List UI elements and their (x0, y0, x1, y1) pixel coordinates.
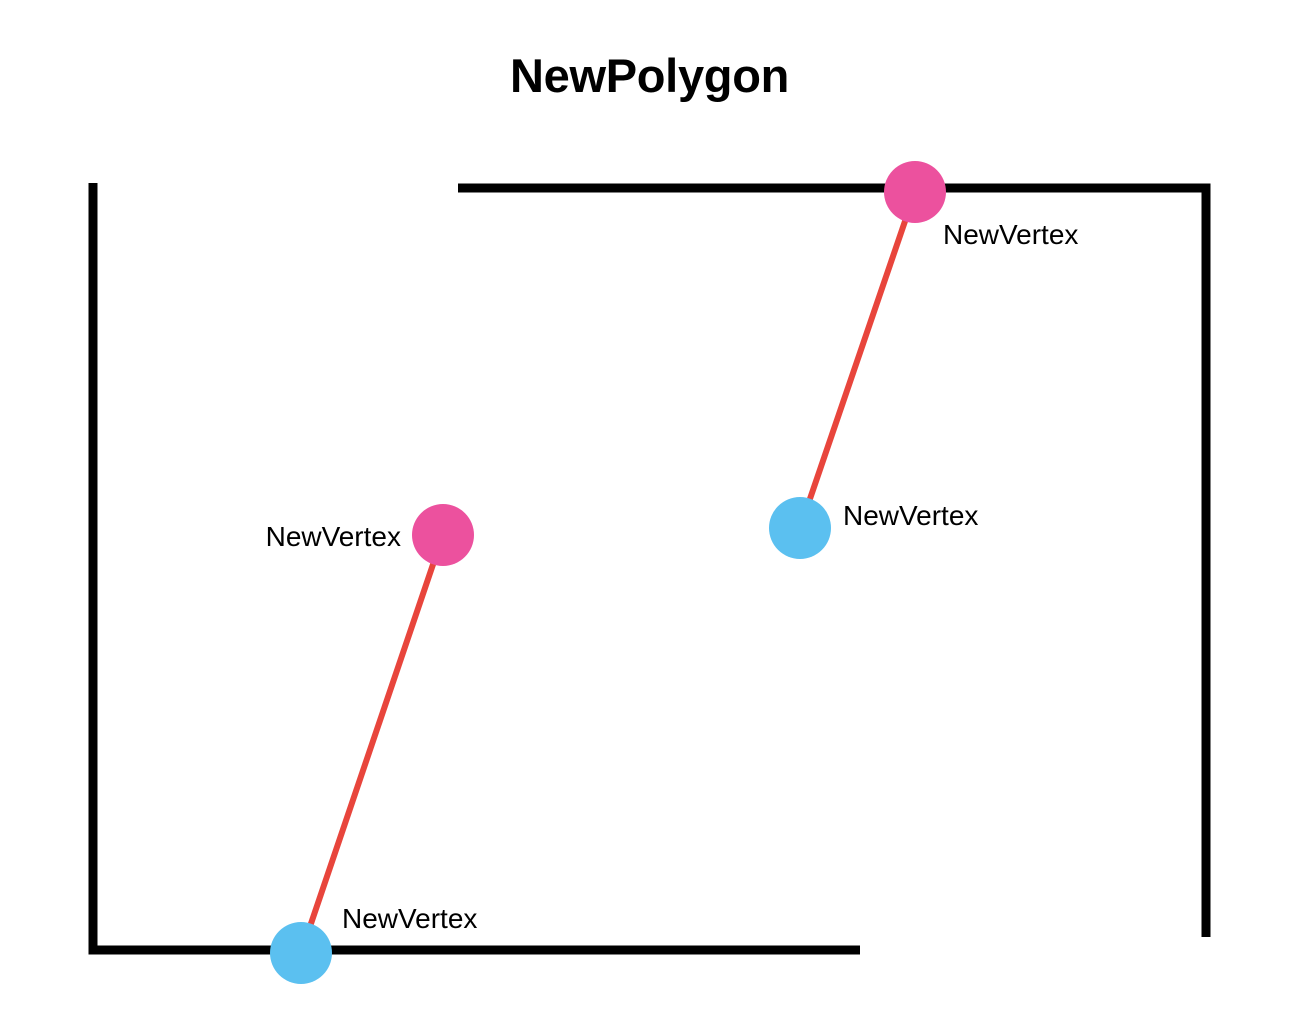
connector-segment-upper[interactable] (797, 191, 918, 529)
vertex-label-top-right: NewVertex (943, 219, 1078, 250)
connector-group (298, 191, 918, 954)
vertex-marker-mid-left-pink[interactable] (412, 504, 474, 566)
right-polygon-outline[interactable] (458, 183, 1211, 937)
connector-segment-lower[interactable] (298, 534, 446, 954)
vertex-marker-mid-right-blue[interactable] (769, 497, 831, 559)
vertex-label-mid-left: NewVertex (266, 521, 401, 552)
vertex-label-bottom-left: NewVertex (342, 903, 477, 934)
vertex-marker-bottom-left-blue[interactable] (270, 922, 332, 984)
left-triangle-outline[interactable] (88, 183, 860, 955)
page-title: NewPolygon (509, 49, 790, 102)
vertex-label-group: NewVertex NewVertex NewVertex NewVertex (266, 219, 1079, 934)
vertex-group (270, 161, 946, 984)
vertex-marker-top-right-pink[interactable] (884, 161, 946, 223)
vertex-label-mid-right: NewVertex (843, 500, 978, 531)
